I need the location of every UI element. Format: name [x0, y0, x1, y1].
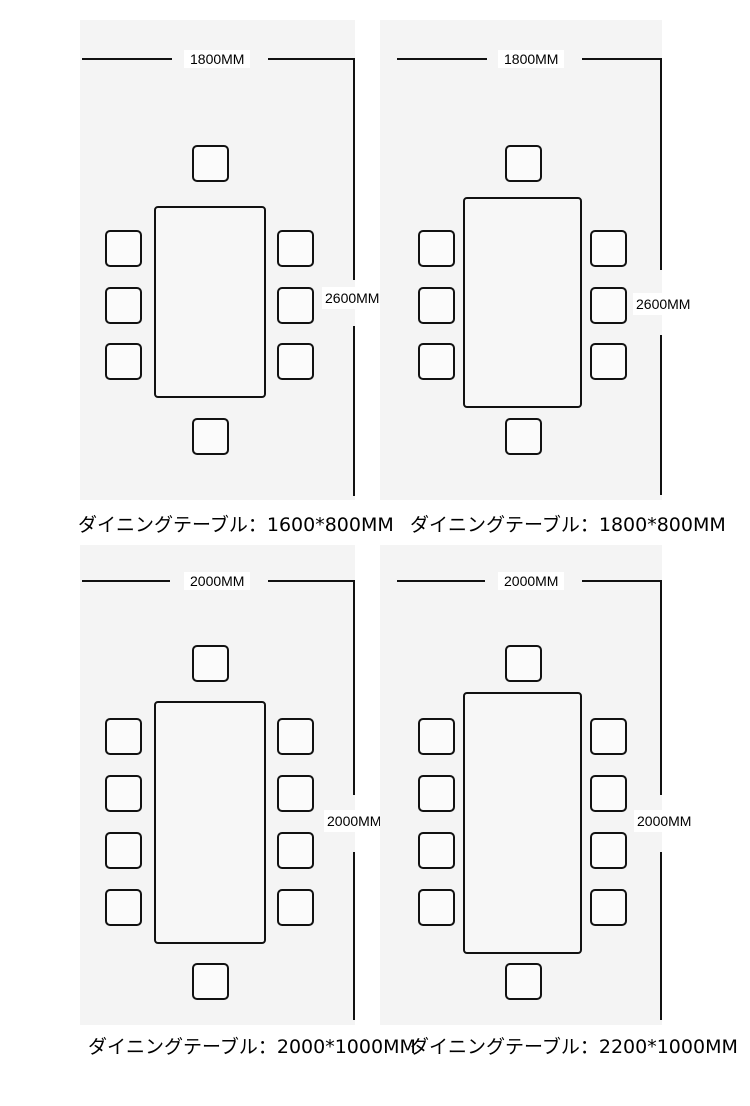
depth-dimension-line-top: [353, 580, 355, 795]
chair: [105, 889, 142, 926]
depth-dimension-line-bottom: [353, 326, 355, 496]
width-dimension-line-right: [582, 58, 662, 60]
chair: [192, 645, 229, 682]
chair: [505, 963, 542, 1000]
width-label: 2000MM: [498, 572, 565, 590]
chair: [590, 775, 627, 812]
chair: [418, 718, 455, 755]
depth-label: 2000MM: [634, 810, 695, 832]
chair: [590, 287, 627, 324]
dining-table: [463, 197, 582, 408]
chair: [192, 963, 229, 1000]
chair: [105, 343, 142, 380]
chair: [590, 230, 627, 267]
chair: [505, 645, 542, 682]
caption: ダイニングテーブル：2200*1000MM: [410, 1036, 738, 1058]
width-dimension-line-right: [268, 580, 355, 582]
chair: [277, 343, 314, 380]
depth-dimension-line-bottom: [353, 852, 355, 1020]
width-dimension-line-left: [82, 580, 170, 582]
width-label: 1800MM: [184, 50, 251, 68]
chair: [418, 230, 455, 267]
chair: [277, 718, 314, 755]
caption: ダイニングテーブル：2000*1000MM: [88, 1036, 416, 1058]
chair: [418, 889, 455, 926]
width-dimension-line-right: [582, 580, 662, 582]
dining-table: [154, 701, 266, 944]
chair: [277, 287, 314, 324]
caption: ダイニングテーブル：1800*800MM: [410, 514, 726, 536]
chair: [505, 145, 542, 182]
chair: [277, 832, 314, 869]
depth-dimension-line-bottom: [660, 852, 662, 1020]
chair: [418, 343, 455, 380]
chair: [590, 718, 627, 755]
depth-dimension-line-top: [660, 58, 662, 270]
chair: [105, 832, 142, 869]
chair: [277, 230, 314, 267]
chair: [277, 889, 314, 926]
chair: [418, 287, 455, 324]
depth-dimension-line-top: [353, 58, 355, 280]
depth-label: 2600MM: [633, 293, 694, 315]
chair: [418, 832, 455, 869]
chair: [277, 775, 314, 812]
chair: [192, 145, 229, 182]
chair: [105, 287, 142, 324]
depth-label: 2600MM: [322, 287, 383, 309]
chair: [105, 230, 142, 267]
width-label: 2000MM: [184, 572, 251, 590]
chair: [505, 418, 542, 455]
chair: [105, 718, 142, 755]
dining-table: [463, 692, 582, 954]
width-label: 1800MM: [498, 50, 565, 68]
depth-label: 2000MM: [324, 810, 385, 832]
width-dimension-line-left: [397, 580, 485, 582]
chair: [590, 889, 627, 926]
chair: [192, 418, 229, 455]
depth-dimension-line-top: [660, 580, 662, 795]
dining-table: [154, 206, 266, 398]
width-dimension-line-left: [82, 58, 172, 60]
depth-dimension-line-bottom: [660, 335, 662, 495]
chair: [590, 343, 627, 380]
width-dimension-line-right: [268, 58, 355, 60]
chair: [105, 775, 142, 812]
caption: ダイニングテーブル：1600*800MM: [78, 514, 394, 536]
width-dimension-line-left: [397, 58, 487, 60]
chair: [418, 775, 455, 812]
chair: [590, 832, 627, 869]
